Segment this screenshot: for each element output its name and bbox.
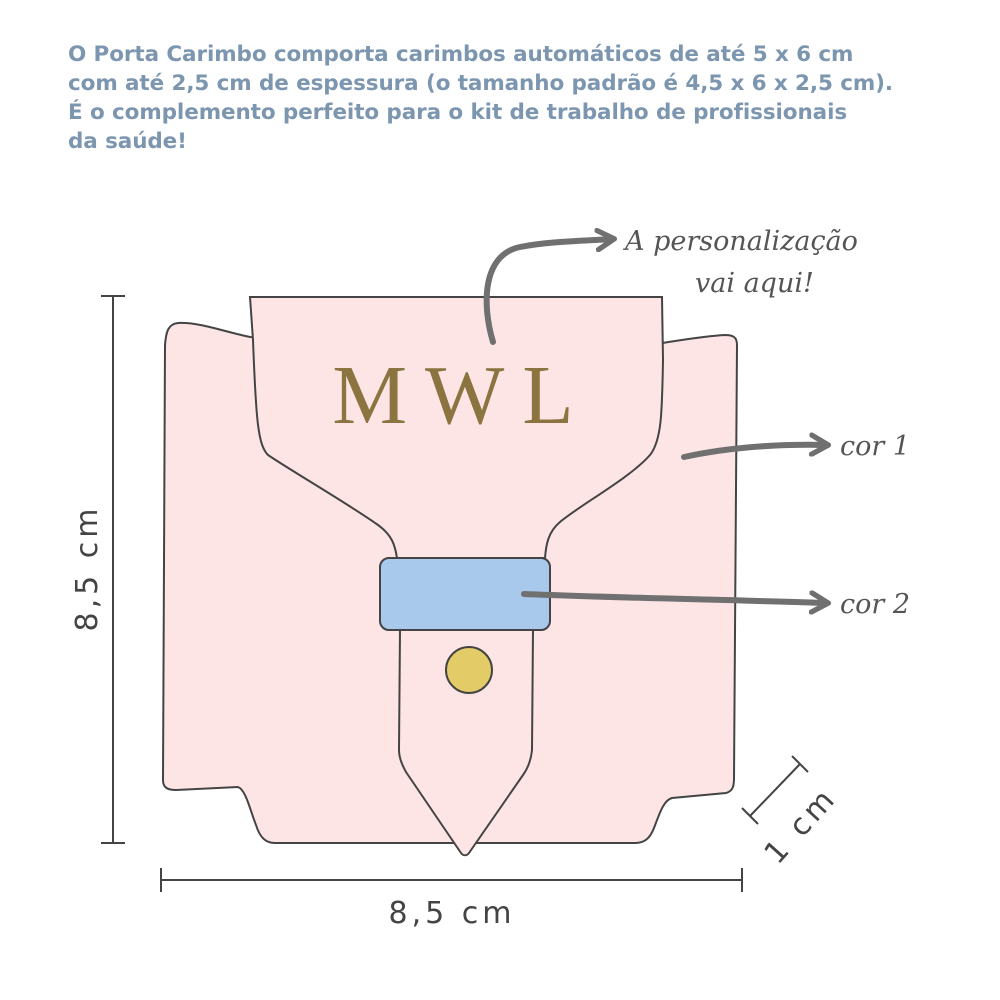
intro-line: É o complemento perfeito para o kit de t…	[68, 100, 848, 125]
width-dimension-line	[160, 868, 743, 892]
personalization-label: A personalização	[622, 226, 858, 257]
height-label: 8,5 cm	[70, 505, 105, 632]
personalization-label-2: vai aqui!	[695, 268, 814, 299]
width-label: 8,5 cm	[389, 896, 516, 931]
personalization-arrow	[483, 239, 612, 345]
height-dimension-line	[101, 295, 125, 844]
intro-line: da saúde!	[68, 129, 187, 154]
intro-line: com até 2,5 cm de espessura (o tamanho p…	[68, 71, 893, 96]
color2-label: cor 2	[840, 589, 910, 620]
strap-tab	[397, 629, 535, 857]
color2-arrow	[521, 594, 826, 603]
color1-arrow	[681, 445, 826, 460]
color1-label: cor 1	[840, 431, 910, 462]
depth-dimension-line	[741, 755, 809, 825]
monogram: MWL	[332, 349, 591, 442]
snap-button	[445, 646, 493, 694]
intro-text: O Porta Carimbo comporta carimbos automá…	[68, 40, 968, 156]
intro-line: O Porta Carimbo comporta carimbos automá…	[68, 42, 854, 67]
